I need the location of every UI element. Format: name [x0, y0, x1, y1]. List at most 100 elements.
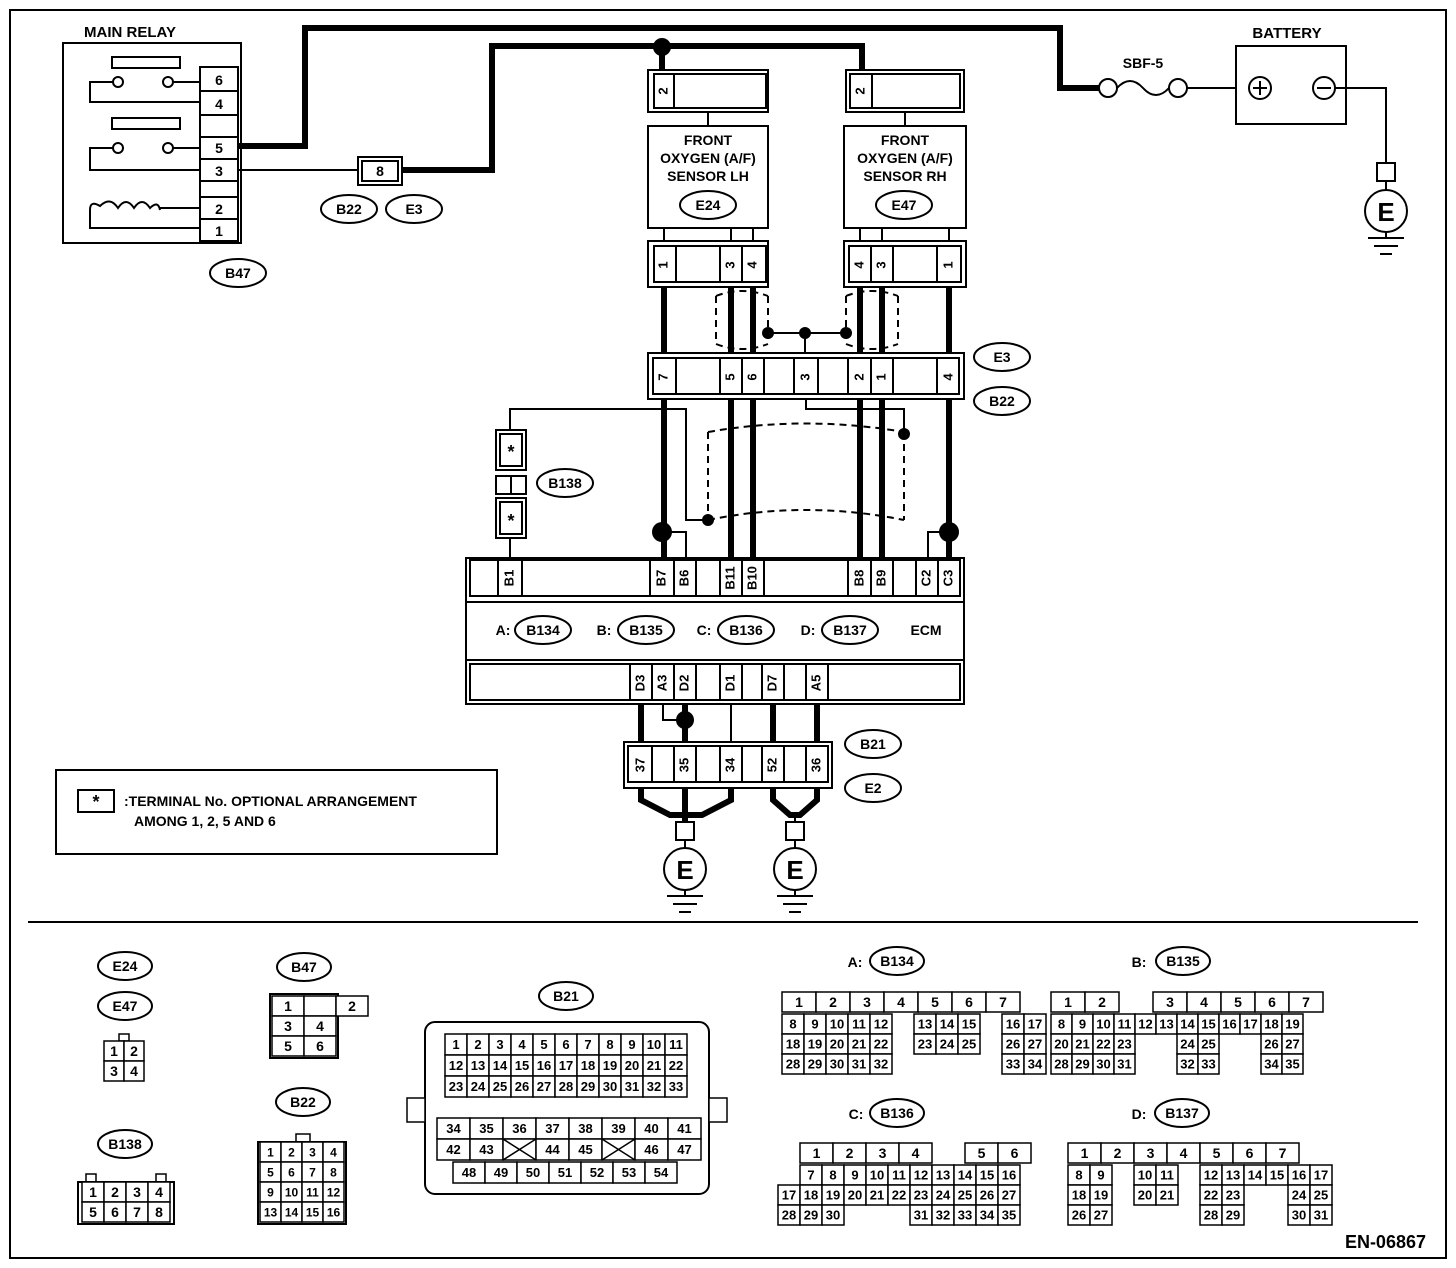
- battery-label: BATTERY: [1252, 25, 1321, 42]
- face-tag-b21-label: B21: [553, 988, 579, 1004]
- pin-cell: [1309, 1204, 1333, 1226]
- pin-number: 4: [316, 1018, 324, 1034]
- pin-number: 25: [1314, 1188, 1328, 1203]
- pin-number: 3: [1147, 1145, 1155, 1161]
- pin-number: 6: [111, 1204, 119, 1220]
- pin-number: 21: [1160, 1188, 1174, 1203]
- legend: * :TERMINAL No. OPTIONAL ARRANGEMENT AMO…: [55, 769, 498, 855]
- pin-number: 43: [479, 1142, 493, 1157]
- svg-text:3: 3: [797, 373, 812, 380]
- pin-number: 29: [808, 1057, 822, 1072]
- pin-number: 49: [494, 1165, 508, 1180]
- relay-pin: 1: [215, 223, 223, 239]
- pin-cell: [1197, 1053, 1220, 1075]
- connector-b21-e2: 37 35 34 52 36: [623, 741, 833, 789]
- pin-cell: [869, 1053, 893, 1075]
- pin-number: 10: [1096, 1017, 1110, 1032]
- pin-cell: [1281, 1053, 1304, 1075]
- svg-text:A3: A3: [654, 675, 669, 692]
- main-relay-label: MAIN RELAY: [84, 24, 176, 41]
- svg-text:34: 34: [722, 757, 737, 772]
- pin-number: 3: [309, 1145, 316, 1159]
- pin-number: 9: [628, 1037, 635, 1052]
- svg-text:B8: B8: [851, 570, 866, 587]
- svg-text:E: E: [786, 855, 803, 885]
- pin-number: 24: [936, 1188, 951, 1203]
- pin-number: 30: [1096, 1057, 1110, 1072]
- pin-number: 1: [110, 1043, 118, 1059]
- pin-number: 17: [559, 1058, 573, 1073]
- legend-text: :TERMINAL No. OPTIONAL ARRANGEMENT: [124, 793, 417, 809]
- face-tag-b136: [869, 1098, 925, 1128]
- face-tag-b134-label: B134: [880, 953, 914, 969]
- svg-text:E: E: [676, 855, 693, 885]
- pin-number: 32: [874, 1057, 888, 1072]
- pin-number: 45: [578, 1142, 592, 1157]
- pin-number: 5: [540, 1037, 547, 1052]
- svg-text:4: 4: [851, 261, 866, 269]
- svg-text:B:: B:: [1132, 954, 1147, 970]
- face-tag-b136-label: B136: [880, 1105, 914, 1121]
- pin-number: 29: [1226, 1208, 1240, 1223]
- pin-number: 18: [786, 1037, 800, 1052]
- pin-cell: [335, 995, 369, 1017]
- svg-text:OXYGEN (A/F): OXYGEN (A/F): [857, 150, 953, 166]
- pin-number: 53: [622, 1165, 636, 1180]
- pin-cell: [821, 1204, 845, 1226]
- main-relay: MAIN RELAY 6 4 5 3 2 1: [62, 24, 242, 244]
- front-oxygen-sensor-lh: 2 FRONT OXYGEN (A/F) SENSOR LH E24 1 3 4: [647, 69, 769, 288]
- pin-number: 20: [625, 1058, 639, 1073]
- pin-number: 31: [625, 1079, 639, 1094]
- pin-number: 19: [1285, 1017, 1299, 1032]
- pin-number: 7: [999, 994, 1007, 1010]
- pin-cell: [147, 1201, 171, 1223]
- diagram-frame: [9, 9, 1447, 1259]
- pin-number: 14: [940, 1017, 955, 1032]
- pin-number: 47: [677, 1142, 691, 1157]
- pin-number: 24: [471, 1079, 486, 1094]
- pin-number: 3: [879, 1145, 887, 1161]
- pin-number: 10: [285, 1185, 299, 1199]
- connector-tag-b136: B136: [729, 622, 763, 638]
- pin-number: 8: [155, 1204, 163, 1220]
- pin-number: 9: [851, 1168, 858, 1183]
- pin-number: 22: [1096, 1037, 1110, 1052]
- svg-text:B7: B7: [653, 570, 668, 587]
- pin-number: 11: [669, 1037, 683, 1052]
- svg-text:1: 1: [655, 261, 670, 268]
- pin-number: 3: [496, 1037, 503, 1052]
- pin-number: 13: [264, 1205, 278, 1219]
- pin-number: 12: [449, 1058, 463, 1073]
- pin-number: 29: [581, 1079, 595, 1094]
- pin-number: 28: [559, 1079, 573, 1094]
- face-tag-b22-label: B22: [290, 1094, 316, 1110]
- pin-number: 6: [1246, 1145, 1254, 1161]
- pin-number: 1: [1081, 1145, 1089, 1161]
- face-tag-b22: [275, 1087, 331, 1117]
- face-tag-b134: [869, 946, 925, 976]
- pin-number: 2: [1098, 994, 1106, 1010]
- pin-number: 32: [647, 1079, 661, 1094]
- svg-text:E3: E3: [993, 349, 1010, 365]
- pin-number: 48: [462, 1165, 476, 1180]
- connector-tag-b47: B47: [209, 258, 267, 288]
- pin-number: 17: [782, 1188, 796, 1203]
- face-tag-b138: [97, 1129, 153, 1159]
- pin-number: 5: [978, 1145, 986, 1161]
- pin-number: 8: [330, 1165, 337, 1179]
- pin-cell: [303, 995, 337, 1017]
- pin-number: 25: [962, 1037, 976, 1052]
- svg-text:E3: E3: [405, 201, 422, 217]
- pin-cell: [1084, 991, 1120, 1013]
- pin-number: 22: [1204, 1188, 1218, 1203]
- svg-text:FRONT: FRONT: [881, 132, 930, 148]
- pin-number: 46: [644, 1142, 658, 1157]
- pin-number: 51: [558, 1165, 572, 1180]
- pin-number: 16: [327, 1205, 341, 1219]
- pin-number: 13: [936, 1168, 950, 1183]
- svg-text:B1: B1: [501, 570, 516, 587]
- pin-number: 13: [1226, 1168, 1240, 1183]
- svg-text:C:: C:: [697, 622, 712, 638]
- connector-tag-e3: E3: [385, 194, 443, 224]
- fuse-sbf5: SBF-5: [1098, 55, 1188, 98]
